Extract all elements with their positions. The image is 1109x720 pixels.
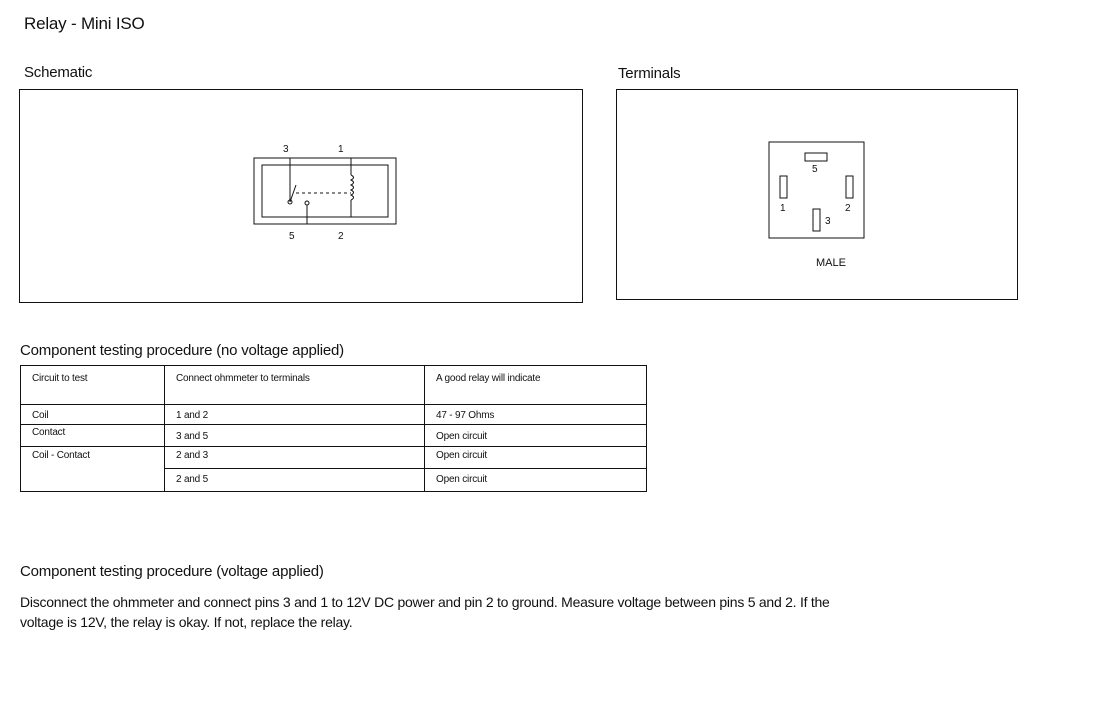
table-row: Coil - Contact 2 and 3 Open circuit: [20, 446, 647, 492]
terminal-1-blade: [779, 175, 788, 199]
schematic-panel: 3 1 5 2: [19, 89, 583, 303]
schematic-outer-frame: [253, 157, 397, 225]
column-header-terminals: Connect ohmmeter to terminals: [164, 365, 425, 405]
voltage-test-heading: Component testing procedure (voltage app…: [20, 563, 324, 580]
terminal-2-blade: [845, 175, 854, 199]
voltage-test-instructions: Disconnect the ohmmeter and connect pins…: [20, 594, 830, 630]
cell-terminals: 1 and 2: [164, 404, 425, 425]
coil-winding: [349, 174, 354, 201]
table-row: Coil 1 and 2 47 - 97 Ohms: [20, 404, 647, 425]
cell-terminals: 2 and 3: [164, 446, 425, 469]
cell-indication: Open circuit: [424, 468, 647, 492]
cell-indication: Open circuit: [424, 424, 647, 447]
switch-arm: [289, 184, 297, 203]
column-header-indication: A good relay will indicate: [424, 365, 647, 405]
page-title: Relay - Mini ISO: [24, 14, 145, 33]
table-row: Contact 3 and 5 Open circuit: [20, 424, 647, 447]
relay-base-outline: [768, 141, 865, 239]
terminal-1-label: 1: [780, 203, 786, 214]
terminals-panel: 5 1 2 3 MALE: [616, 89, 1018, 300]
schematic-inner-frame: [261, 164, 389, 218]
column-header-circuit: Circuit to test: [20, 365, 165, 405]
male-caption: MALE: [816, 257, 846, 269]
terminal-2-label: 2: [845, 203, 851, 214]
schematic-pin-1-label: 1: [338, 144, 344, 155]
no-voltage-test-heading: Component testing procedure (no voltage …: [20, 342, 344, 359]
cell-terminals: 2 and 5: [164, 468, 425, 492]
switch-pivot: [287, 199, 293, 205]
table-row: 2 and 5 Open circuit: [21, 468, 647, 492]
terminal-layout-diagram: 5 1 2 3 MALE: [768, 141, 865, 269]
cell-terminals: 3 and 5: [164, 424, 425, 447]
terminal-3-blade: [812, 208, 821, 232]
schematic-label: Schematic: [24, 64, 93, 81]
table-header-row: Circuit to test Connect ohmmeter to term…: [20, 365, 647, 405]
schematic-pin-3-label: 3: [283, 144, 289, 155]
cell-circuit: Contact: [20, 424, 165, 447]
schematic-pin-5-label: 5: [289, 231, 295, 242]
relay-schematic-diagram: 3 1 5 2: [253, 144, 397, 242]
terminals-label: Terminals: [618, 65, 681, 82]
schematic-pin-2-label: 2: [338, 231, 344, 242]
switch-contact: [304, 200, 310, 206]
cell-circuit: Coil - Contact: [20, 446, 165, 492]
cell-indication: 47 - 97 Ohms: [424, 404, 647, 425]
terminal-5-blade: [804, 152, 828, 162]
ohmmeter-test-table: Circuit to test Connect ohmmeter to term…: [20, 365, 647, 492]
terminal-5-label: 5: [812, 164, 818, 175]
cell-indication: Open circuit: [424, 446, 647, 469]
terminal-3-label: 3: [825, 216, 831, 227]
cell-circuit: Coil: [20, 404, 165, 425]
